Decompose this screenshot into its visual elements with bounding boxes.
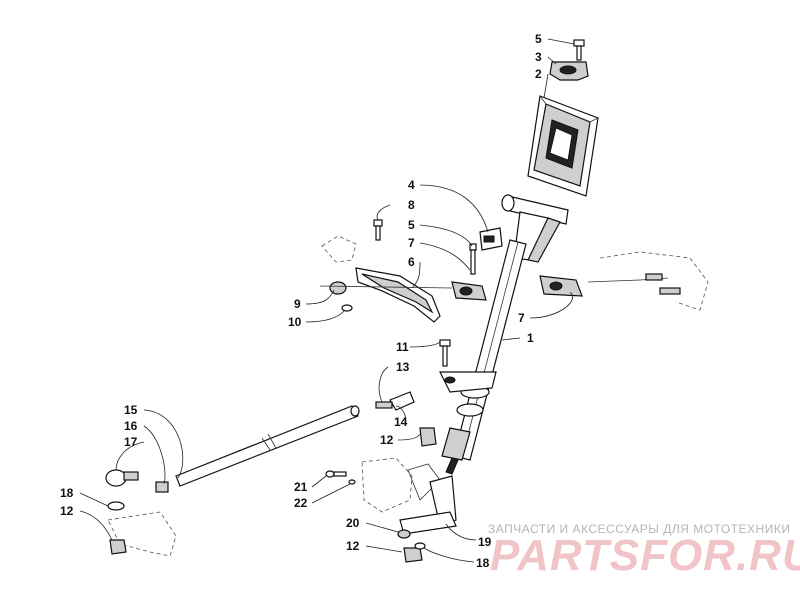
callout-15: 15 (124, 403, 138, 417)
callout-12: 12 (380, 433, 394, 447)
callout-4: 4 (408, 178, 415, 192)
callout-9: 9 (294, 297, 301, 311)
callout-7: 7 (408, 236, 415, 250)
upper-clamp (451, 227, 583, 301)
lower-bracket (325, 457, 457, 563)
callout-14: 14 (394, 415, 408, 429)
callout-3: 3 (535, 50, 542, 64)
callout-16: 16 (124, 419, 138, 433)
tie-rod-assembly (105, 339, 497, 557)
callouts: 5 3 2 4 8 5 7 6 9 10 7 1 11 13 14 12 15 … (60, 32, 542, 570)
steering-post (441, 194, 569, 475)
watermark-logo: PARTSFOR.RU (490, 531, 800, 580)
callout-19: 19 (478, 535, 492, 549)
callout-1: 1 (527, 331, 534, 345)
callout-10: 10 (288, 315, 302, 329)
callout-7b: 7 (518, 311, 525, 325)
callout-18: 18 (60, 486, 74, 500)
callout-22: 22 (294, 496, 308, 510)
callout-20: 20 (346, 516, 360, 530)
callout-12c: 12 (346, 539, 360, 553)
callout-17: 17 (124, 435, 138, 449)
left-bracket (321, 219, 441, 323)
callout-18b: 18 (476, 556, 490, 570)
callout-13: 13 (396, 360, 410, 374)
callout-8: 8 (408, 198, 415, 212)
callout-11: 11 (396, 340, 409, 354)
right-panel (319, 251, 709, 311)
callout-2: 2 (535, 67, 542, 81)
watermark-tagline: ЗАПЧАСТИ И АКСЕССУАРЫ ДЛЯ МОТОТЕХНИКИ (488, 522, 790, 536)
callout-5: 5 (535, 32, 542, 46)
watermark: ЗАПЧАСТИ И АКСЕССУАРЫ ДЛЯ МОТОТЕХНИКИ PA… (488, 522, 800, 580)
handlebar-pad (527, 39, 599, 197)
callout-21: 21 (294, 480, 308, 494)
leader-lines (79, 38, 575, 563)
callout-5b: 5 (408, 218, 415, 232)
callout-12b: 12 (60, 504, 74, 518)
callout-6: 6 (408, 255, 415, 269)
